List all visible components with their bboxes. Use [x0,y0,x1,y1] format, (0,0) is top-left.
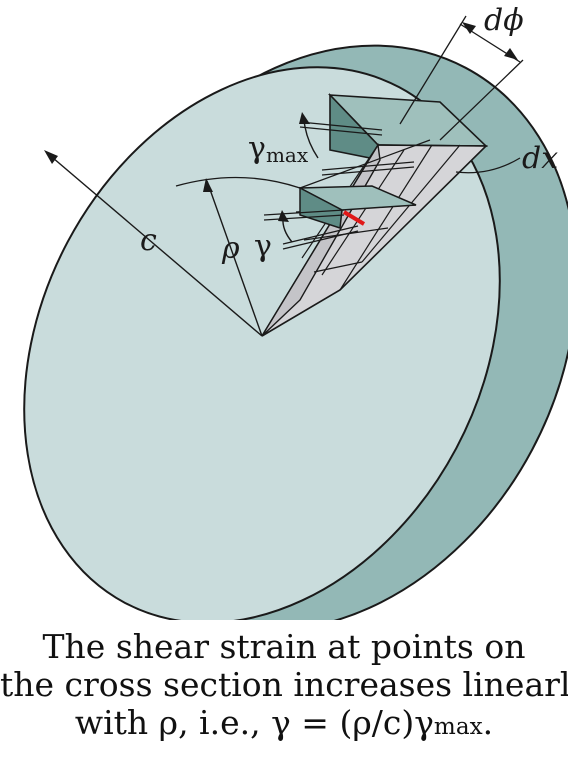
caption-line-1: The shear strain at points on [42,627,526,666]
label-gamma: γ [254,229,272,264]
gamma-arrowhead [278,210,289,222]
rho-arc [175,176,301,189]
dphi-arrowhead-right [504,48,518,60]
gamma-max-tangent-lines [299,121,415,176]
caption-line-3-prefix: with ρ, i.e., γ = (ρ/c)γ [74,703,434,742]
label-dphi: dϕ [484,3,524,38]
label-c: c [140,223,157,258]
label-gamma-max: γmax [248,131,309,167]
figure-caption: The shear strain at points on the cross … [0,628,568,746]
caption-line-3-subscript: max [433,714,483,740]
radius-c-arrowhead [44,150,58,164]
gamma-tangent-lines [263,209,359,250]
caption-line-3: with ρ, i.e., γ = (ρ/c)γmax. [0,704,568,746]
radius-c-line [45,151,263,337]
dx-leader [455,157,521,174]
shaft-cross-section-diagram: γmax c ρ γ dϕ dx [23,3,568,620]
caption-line-3-suffix: . [482,703,494,742]
caption-line-2: the cross section increases linearly [0,665,568,704]
gamma-max-arrowhead [299,112,310,124]
inner-element-dark [299,186,343,229]
label-dx: dx [522,141,558,176]
radius-rho-arrowhead [203,178,213,192]
dphi-arrowhead-left [462,22,476,34]
gamma-strain-segment [342,210,366,226]
label-rho: ρ [221,231,240,266]
radius-rho-line [206,180,263,337]
